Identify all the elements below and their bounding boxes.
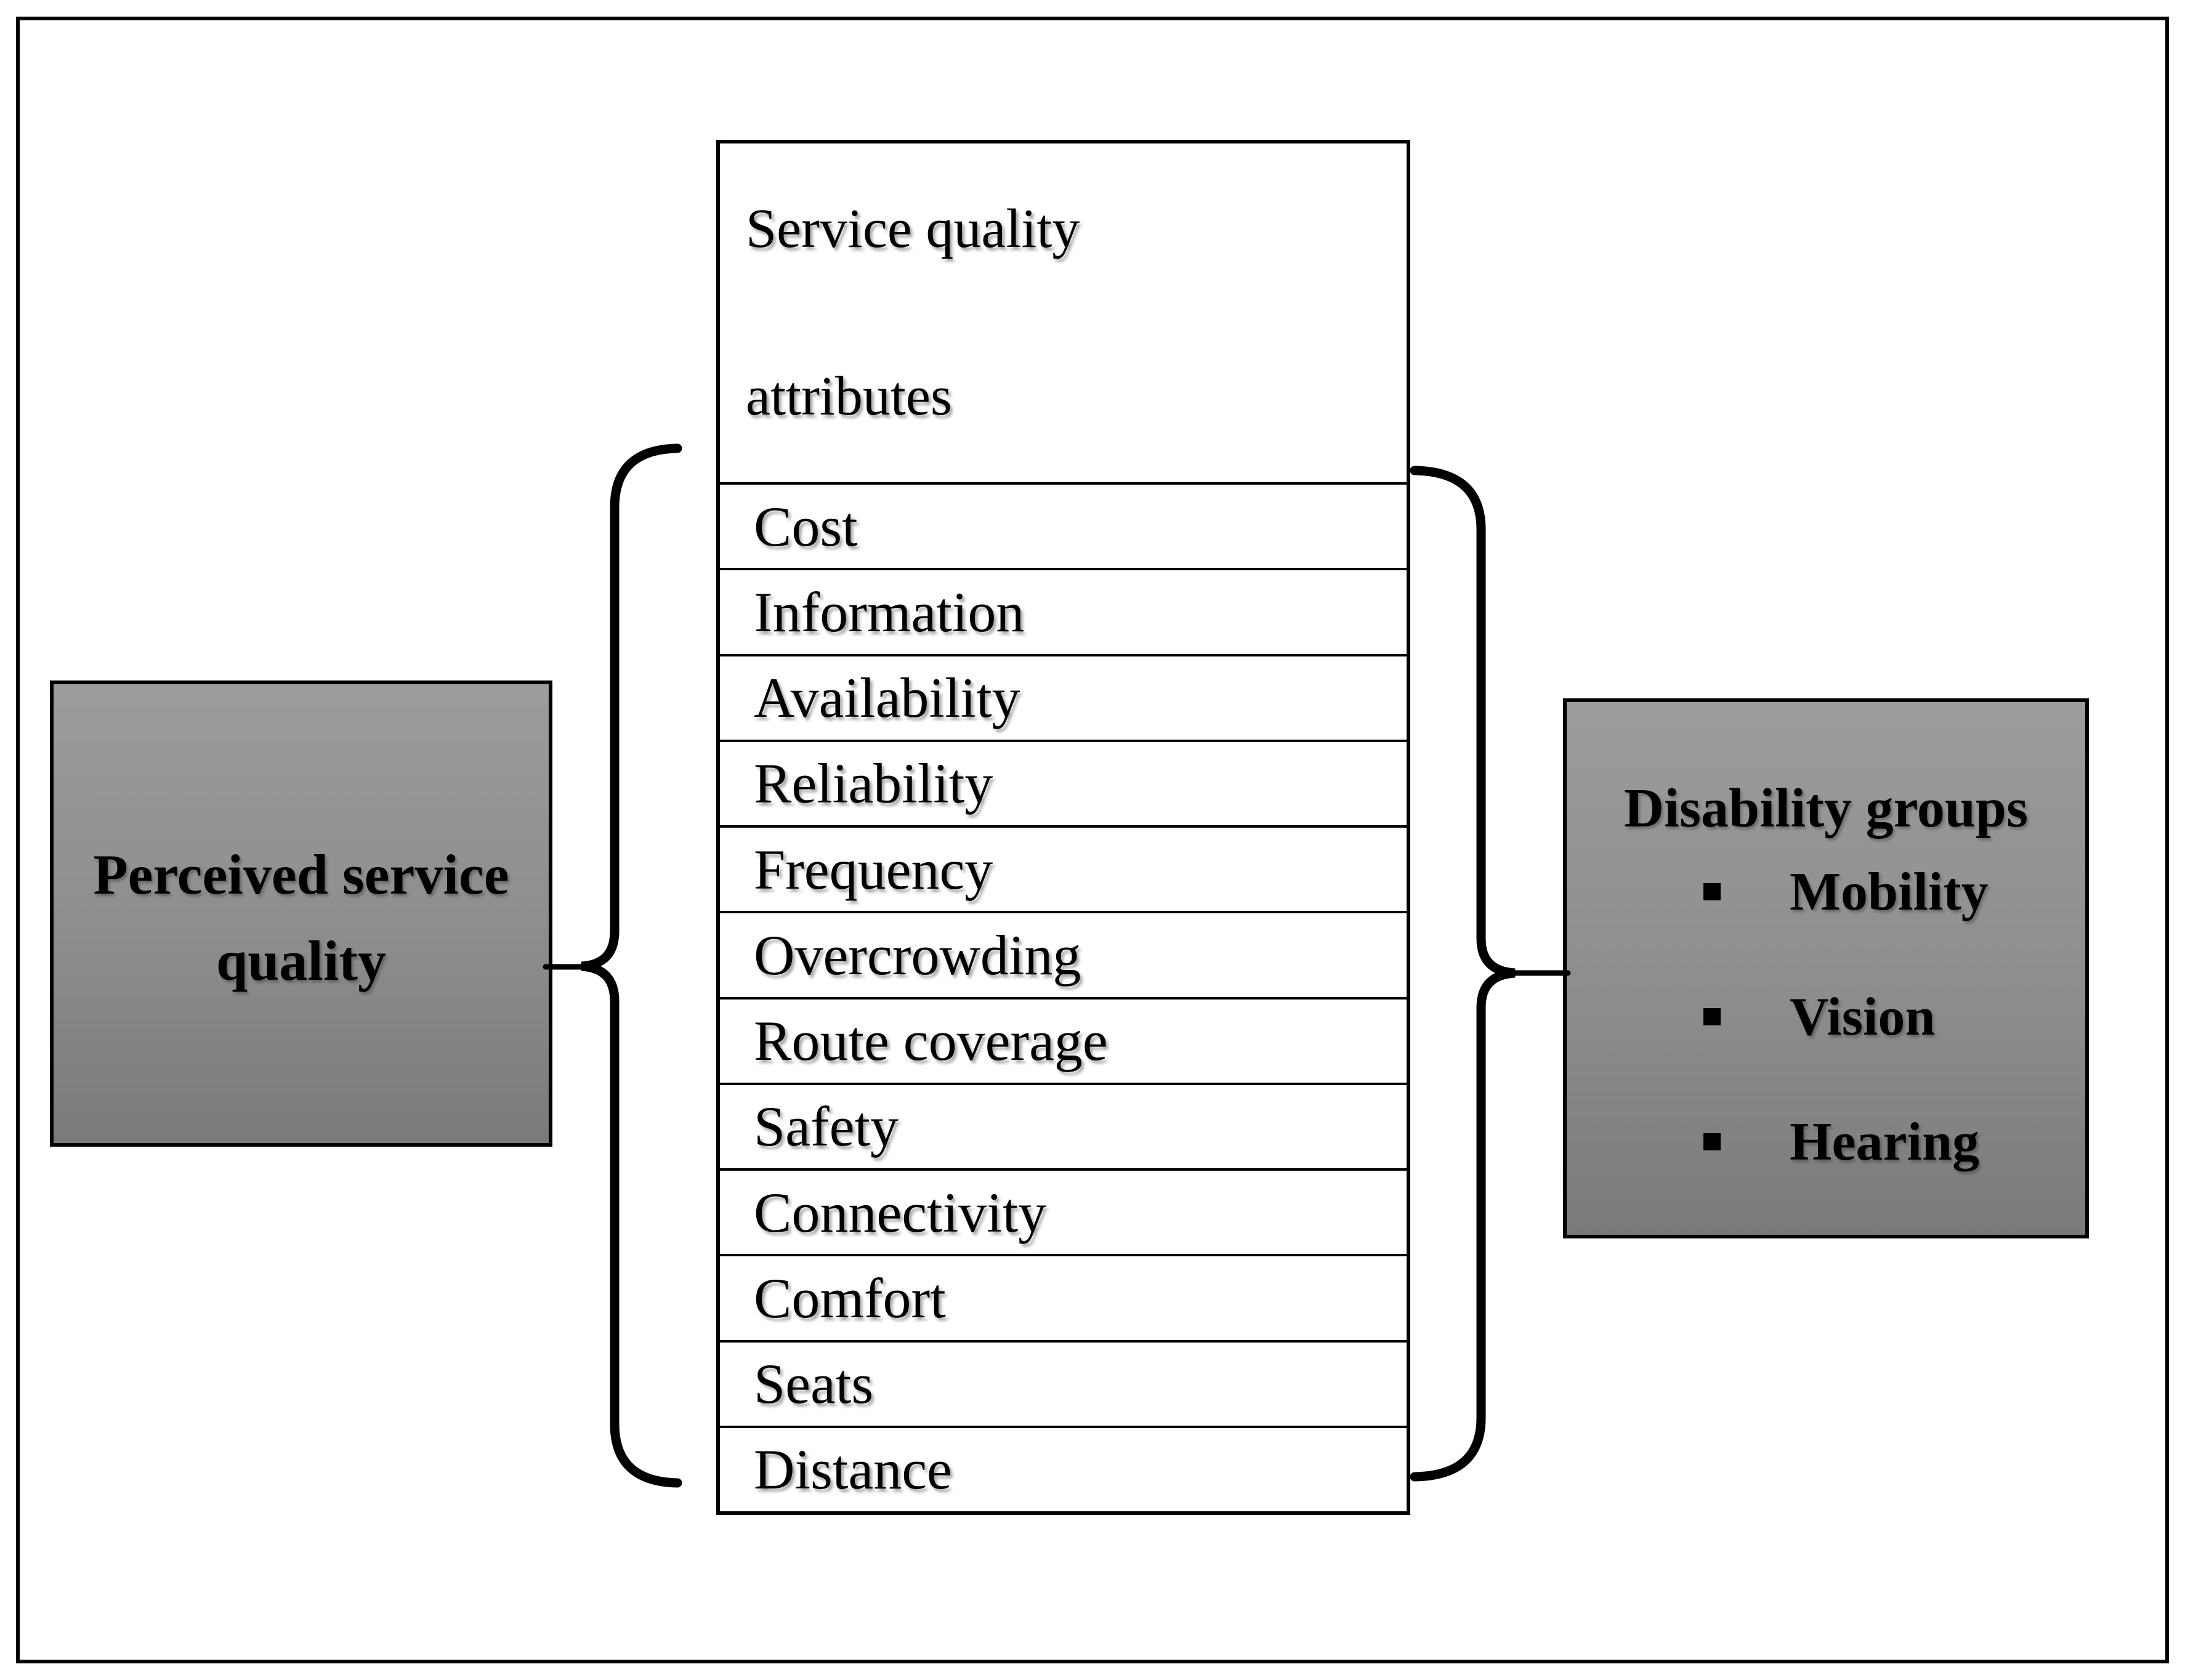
table-row: Route coverage xyxy=(720,996,1407,1083)
table-row: Comfort xyxy=(720,1254,1407,1339)
table-row-label: Availability xyxy=(754,666,1020,730)
square-bullet-icon xyxy=(1703,1133,1721,1150)
table-row-label: Connectivity xyxy=(754,1181,1047,1244)
disability-group-label: Hearing xyxy=(1790,1112,1979,1172)
table-row-label: Distance xyxy=(754,1438,952,1501)
table-header: Service quality attributes xyxy=(720,143,1407,482)
table-row-label: Reliability xyxy=(754,752,993,815)
table-row: Safety xyxy=(720,1082,1407,1168)
table-row: Connectivity xyxy=(720,1168,1407,1254)
disability-groups-title: Disability groups xyxy=(1623,778,2028,839)
table-header-line2: attributes xyxy=(746,366,952,427)
table-row: Reliability xyxy=(720,739,1407,825)
square-bullet-icon xyxy=(1703,883,1721,900)
table-row: Distance xyxy=(720,1425,1407,1511)
table-row-label: Route coverage xyxy=(754,1009,1108,1073)
table-row-label: Cost xyxy=(754,495,858,558)
table-header-line1: Service quality xyxy=(746,198,1080,259)
table-row-label: Information xyxy=(754,580,1025,644)
table-row-label: Safety xyxy=(754,1095,899,1158)
table-row: Information xyxy=(720,568,1407,653)
table-row-label: Comfort xyxy=(754,1266,946,1330)
table-row: Overcrowding xyxy=(720,911,1407,996)
disability-group-item: Vision xyxy=(1703,982,1935,1051)
table-row: Seats xyxy=(720,1339,1407,1426)
disability-group-item: Mobility xyxy=(1703,857,1989,926)
outer-border-frame xyxy=(16,17,2169,1663)
disability-group-item: Hearing xyxy=(1703,1107,1979,1176)
square-bullet-icon xyxy=(1703,1008,1721,1025)
perceived-service-quality-line2: quality xyxy=(216,929,387,992)
disability-group-label: Vision xyxy=(1790,987,1936,1047)
perceived-service-quality-box: Perceived service quality xyxy=(50,680,552,1147)
table-row-label: Seats xyxy=(754,1352,874,1416)
table-row-label: Frequency xyxy=(754,838,993,901)
perceived-service-quality-line1: Perceived service xyxy=(93,842,509,906)
table-row: Cost xyxy=(720,482,1407,568)
table-row: Availability xyxy=(720,653,1407,740)
table-row-label: Overcrowding xyxy=(754,923,1081,987)
disability-group-label: Mobility xyxy=(1790,862,1989,922)
table-row: Frequency xyxy=(720,825,1407,911)
